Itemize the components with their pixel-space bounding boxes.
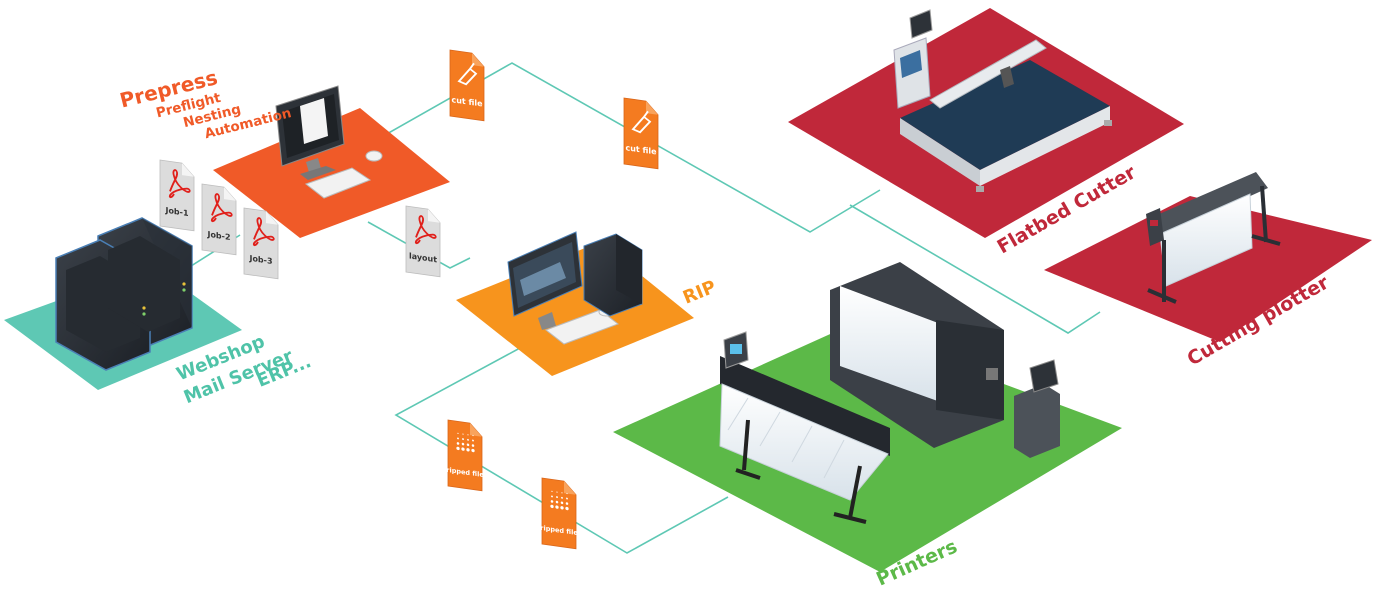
large-format-printer-front-icon bbox=[719, 331, 890, 524]
connector-cutter-plotter bbox=[849, 204, 1101, 334]
document-cut1: cut file bbox=[449, 49, 485, 122]
cutter-knife-icon bbox=[631, 110, 652, 134]
document-page bbox=[623, 97, 659, 170]
document-page bbox=[405, 205, 441, 278]
acrobat-pdf-icon bbox=[414, 215, 437, 245]
document-label-job1: Job-1 bbox=[164, 206, 188, 218]
document-label-cut1: cut file bbox=[451, 95, 483, 108]
acrobat-pdf-icon bbox=[210, 193, 233, 223]
document-page bbox=[201, 183, 237, 256]
server-towers-icon bbox=[55, 217, 193, 371]
document-label-job3: Job-3 bbox=[248, 254, 272, 266]
document-ripped2: ripped file bbox=[540, 477, 578, 550]
cutter-knife-icon bbox=[457, 62, 478, 86]
document-job2: Job-2 bbox=[201, 183, 237, 256]
document-ripped1: ripped file bbox=[446, 419, 484, 492]
prepress-workstation-icon bbox=[275, 85, 383, 199]
document-label-job2: Job-2 bbox=[206, 230, 230, 242]
connector-prepress-cutter bbox=[384, 62, 881, 233]
document-label-layout: layout bbox=[409, 251, 437, 264]
acrobat-pdf-icon bbox=[252, 217, 275, 247]
document-job3: Job-3 bbox=[243, 207, 279, 280]
document-layout: layout bbox=[405, 205, 441, 278]
prepress-platform bbox=[213, 108, 450, 238]
prepress-label-group: Prepress Preflight Nesting Automation bbox=[117, 65, 293, 142]
document-page bbox=[449, 49, 485, 122]
document-job1: Job-1 bbox=[159, 159, 195, 232]
plotter-platform bbox=[1044, 196, 1372, 342]
document-cut2: cut file bbox=[623, 97, 659, 170]
document-label-cut2: cut file bbox=[625, 143, 657, 156]
rip-label: RIP bbox=[680, 277, 719, 309]
cutting-plotter-machine-icon bbox=[1146, 172, 1281, 304]
document-page bbox=[447, 419, 483, 492]
connector-prepress-rip bbox=[367, 221, 471, 269]
rip-workstation-icon bbox=[507, 231, 643, 345]
connector-rip-printers bbox=[394, 347, 729, 554]
large-format-printer-back-icon bbox=[830, 262, 1060, 458]
document-page bbox=[243, 207, 279, 280]
halftone-dots-icon bbox=[456, 432, 475, 453]
connector-lines bbox=[149, 62, 1101, 554]
halftone-dots-icon bbox=[550, 490, 569, 511]
acrobat-pdf-icon bbox=[168, 169, 191, 199]
document-page bbox=[159, 159, 195, 232]
flatbed-cutter-machine-icon bbox=[893, 9, 1112, 192]
document-page bbox=[541, 477, 577, 550]
